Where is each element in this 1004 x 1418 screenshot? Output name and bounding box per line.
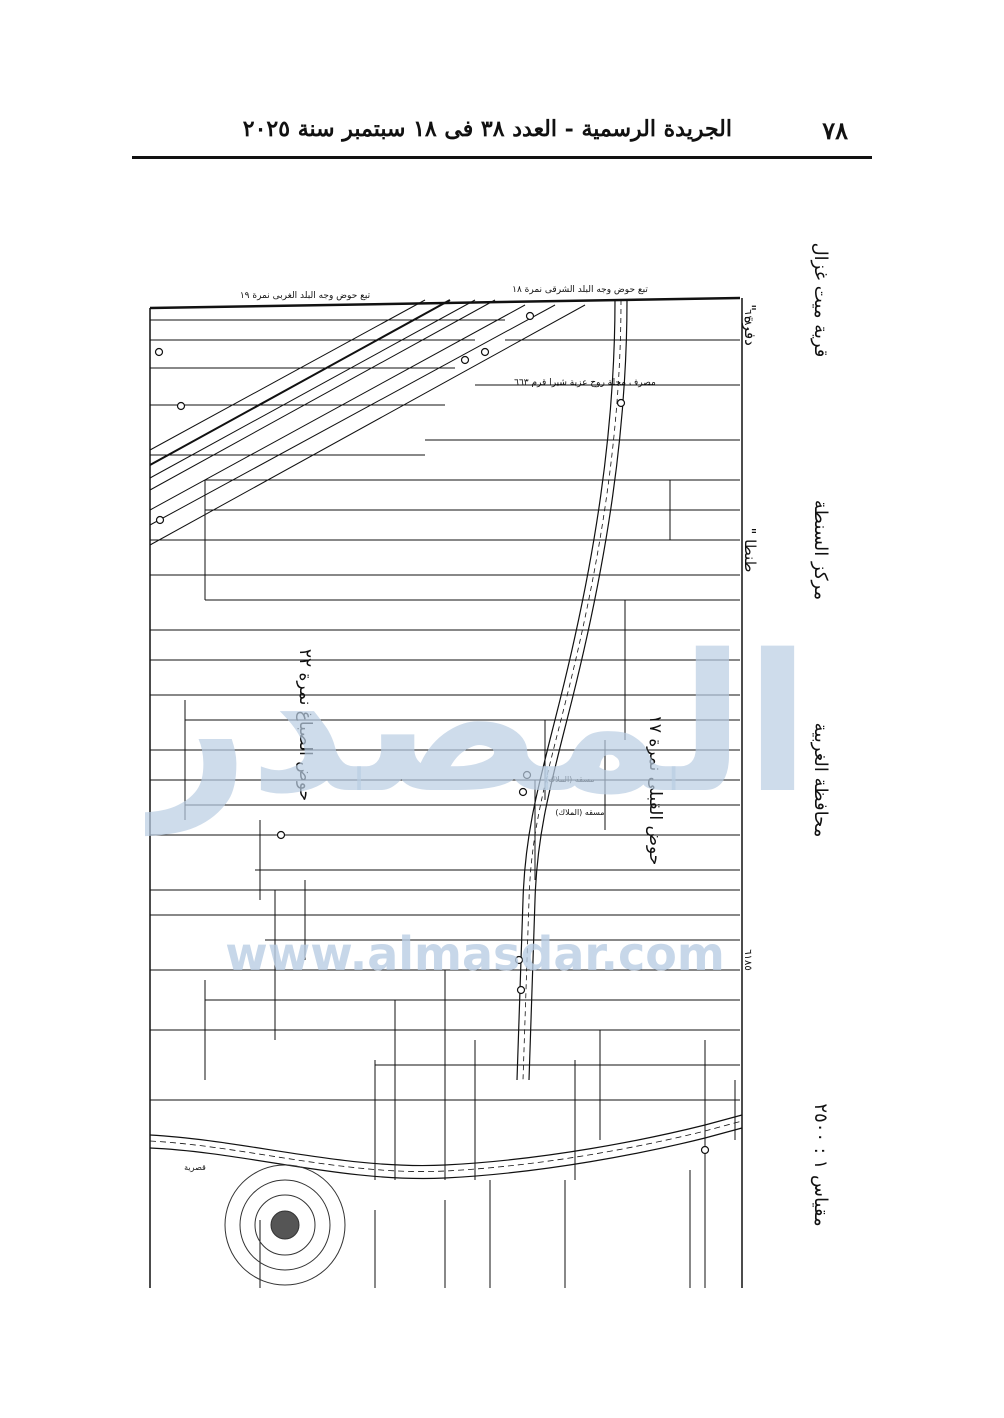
grid-bottom-label: ٦١٨٥ <box>742 949 753 970</box>
bottom-road <box>149 1114 743 1180</box>
parcel-lines <box>150 319 740 1101</box>
center-ditto-label: " طنطا <box>741 527 759 572</box>
scale-label: مقياس ١ : ٢٥٠٠ <box>810 1103 831 1226</box>
page-header: ٧٨ الجريدة الرسمية - العدد ٣٨ فى ١٨ سبتم… <box>132 112 872 152</box>
village-label: قرية ميت غزال <box>810 243 831 358</box>
center-label: مركز السنطة <box>810 500 831 600</box>
governorate-label: محافظة الغربية <box>810 723 831 838</box>
page-number: ٧٨ <box>822 116 848 145</box>
plot-label-upper: مسقه (الملاك) <box>545 775 594 784</box>
header-divider <box>132 156 872 159</box>
official-stamp <box>224 1164 346 1286</box>
basin-22-label: حوض الصباغ نمرة ٢٢ <box>295 649 315 801</box>
railway-band <box>149 299 586 546</box>
canal <box>516 299 628 1081</box>
basin-top-right-label: تبع حوض وجه البلد الشرقى نمرة ١٨ <box>512 285 648 295</box>
bottom-road-label: قصرية <box>184 1163 206 1172</box>
survey-markers <box>154 311 710 1155</box>
basin-top-left-label: تبع حوض وجه البلد الغربى نمرة ١٩ <box>240 291 371 301</box>
gazette-title: الجريدة الرسمية - العدد ٣٨ فى ١٨ سبتمبر … <box>242 116 732 142</box>
map-drawing: قرية ميت غزال " دفرة مركز السنطة " طنطا … <box>145 243 831 1288</box>
cadastral-map: قرية ميت غزال " دفرة مركز السنطة " طنطا … <box>145 180 875 1290</box>
watermark-logo: المصدر <box>145 614 810 836</box>
plot-label-lower: مسقه (الملاك) <box>555 808 604 817</box>
grid-top-label: ٦١٨٠ <box>742 309 753 330</box>
village-ditto-label: " دفرة <box>741 304 759 346</box>
basin-17-label: حوض القبلى نمرة ١٧ <box>645 715 665 866</box>
drain-label: مصرف محلة روح عزبة شبرا قرم ٦٦٣ <box>514 378 656 388</box>
watermark-url: www.almasdar.com <box>225 927 725 981</box>
parcel-dividers <box>184 480 736 1288</box>
